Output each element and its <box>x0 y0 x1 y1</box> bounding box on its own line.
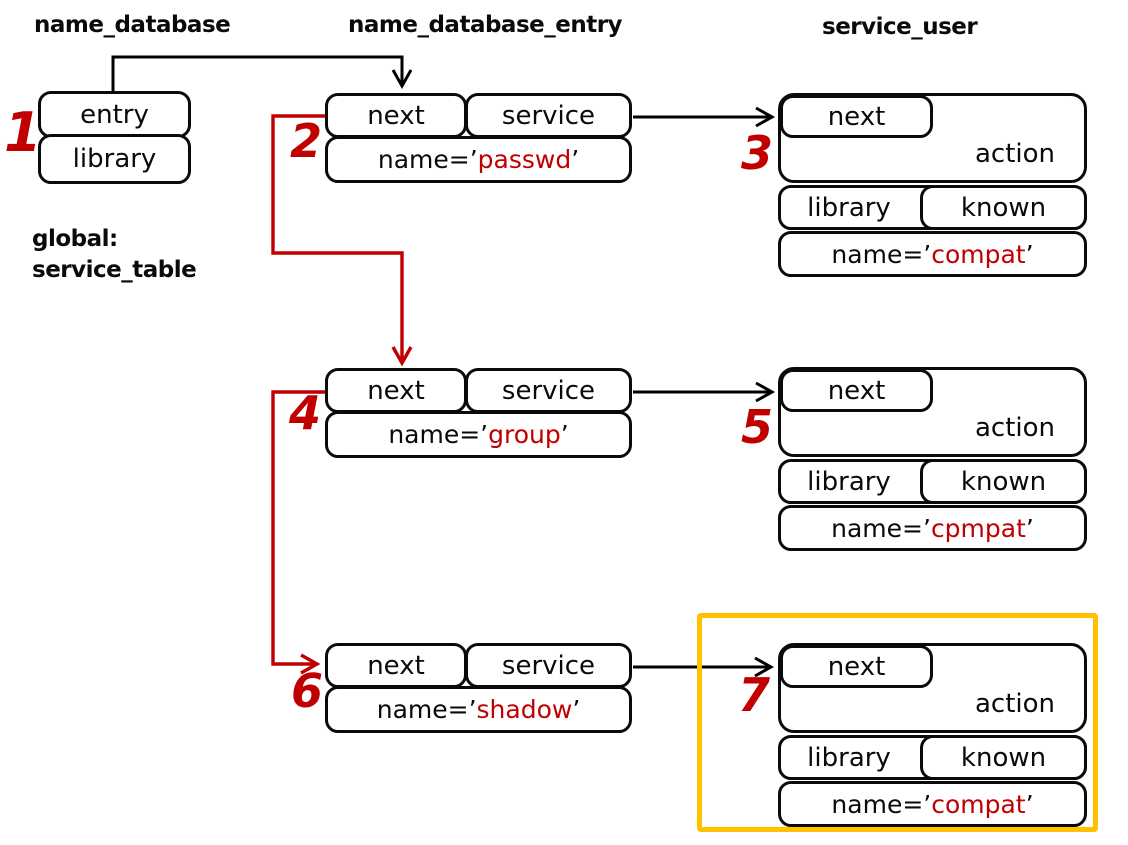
entry-node-2: next service name=’passwd’ <box>325 93 632 183</box>
label-name-database-entry: name_database_entry <box>348 12 623 38</box>
label-global-line2: service_table <box>32 257 197 283</box>
user5-name-prefix: name=’ <box>831 513 931 543</box>
entry6-name-value: shadow <box>476 695 573 724</box>
user5-name-suffix: ’ <box>1025 513 1034 543</box>
entry6-name-field: name=’shadow’ <box>325 686 632 733</box>
user7-next-field: next <box>780 645 933 688</box>
user3-library-label: library <box>807 192 891 223</box>
user3-known-field: known <box>920 185 1087 230</box>
user7-known-field: known <box>920 735 1087 780</box>
step-number-4: 4 <box>289 386 322 440</box>
user7-library-label: library <box>807 742 891 773</box>
entry2-next-field: next <box>325 93 467 138</box>
entry6-name-prefix: name=’ <box>376 695 477 724</box>
entry-node-4: next service name=’group’ <box>325 368 632 458</box>
user7-name-suffix: ’ <box>1025 789 1034 819</box>
entry6-service-field: service <box>465 643 632 688</box>
label-global-line1: global: <box>32 226 118 252</box>
step-number-1: 1 <box>4 101 42 164</box>
user3-next-field: next <box>780 95 933 138</box>
entry2-name-value: passwd <box>477 145 572 174</box>
user5-library-label: library <box>807 466 891 497</box>
entry2-name-field: name=’passwd’ <box>325 136 632 183</box>
user7-action-label: action <box>974 689 1055 719</box>
user-node-5: next action library known name=’cpmpat’ <box>778 367 1087 552</box>
user5-name-field: name=’cpmpat’ <box>778 505 1087 551</box>
entry2-name-suffix: ’ <box>571 145 580 174</box>
user5-next-field: next <box>780 369 933 412</box>
user5-name-value: cpmpat <box>930 513 1026 543</box>
user-node-7: next action library known name=’compat’ <box>778 643 1087 828</box>
step-number-3: 3 <box>741 126 774 180</box>
highlight-box-user7 <box>697 613 1098 832</box>
user3-name-field: name=’compat’ <box>778 231 1087 277</box>
step-number-2: 2 <box>290 114 323 168</box>
user5-action-label: action <box>974 413 1055 443</box>
entry4-name-prefix: name=’ <box>388 420 489 449</box>
entry6-next-field: next <box>325 643 467 688</box>
label-service-user: service_user <box>822 14 978 40</box>
entry2-service-field: service <box>465 93 632 138</box>
user3-name-value: compat <box>931 239 1026 269</box>
label-global-service-table: global: service_table <box>32 224 197 286</box>
entry4-name-field: name=’group’ <box>325 411 632 458</box>
user3-name-prefix: name=’ <box>831 239 932 269</box>
entry6-name-suffix: ’ <box>572 695 581 724</box>
user7-name-prefix: name=’ <box>831 789 932 819</box>
entry4-service-field: service <box>465 368 632 413</box>
entry2-name-prefix: name=’ <box>377 145 478 174</box>
step-number-6: 6 <box>291 664 324 718</box>
user3-name-suffix: ’ <box>1025 239 1034 269</box>
entry4-name-suffix: ’ <box>560 420 569 449</box>
database-entry-field: entry <box>38 91 191 138</box>
label-name-database: name_database <box>34 12 231 38</box>
entry4-name-value: group <box>488 420 561 449</box>
user3-action-label: action <box>974 139 1055 169</box>
user7-name-field: name=’compat’ <box>778 781 1087 827</box>
entry4-next-field: next <box>325 368 467 413</box>
user-node-3: next action library known name=’compat’ <box>778 93 1087 278</box>
database-library-field: library <box>38 134 191 184</box>
step-number-7: 7 <box>738 668 771 722</box>
step-number-5: 5 <box>741 400 774 454</box>
user7-name-value: compat <box>931 789 1026 819</box>
entry-node-6: next service name=’shadow’ <box>325 643 632 733</box>
arrow-database-to-entry2 <box>111 55 413 91</box>
user5-known-field: known <box>920 459 1087 504</box>
